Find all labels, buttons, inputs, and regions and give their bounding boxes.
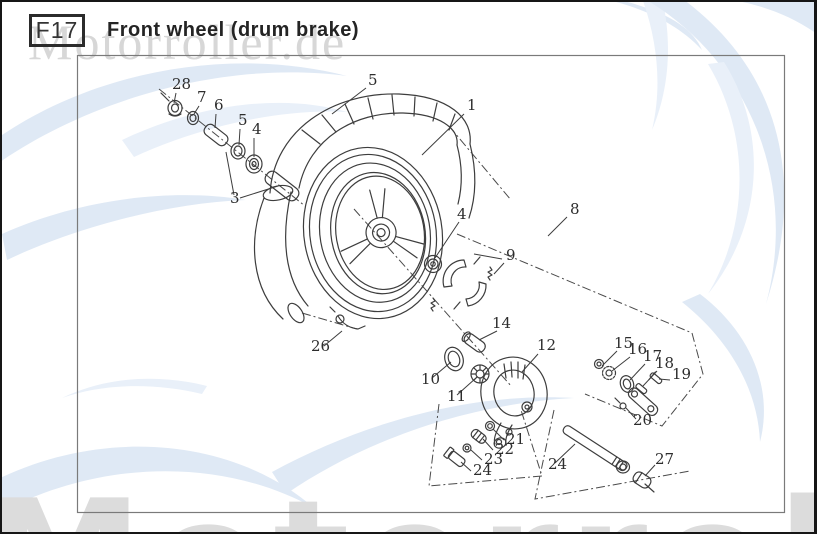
part-number-label: 18 <box>655 354 674 372</box>
page-title: Front wheel (drum brake) <box>107 19 360 41</box>
axis-lines <box>158 88 704 500</box>
spacer-drawing <box>203 123 229 147</box>
part-number-label: 27 <box>655 450 674 468</box>
part-number-label: 9 <box>506 246 516 264</box>
watermark-top-text: Motorroller.de <box>28 14 346 70</box>
part-number-label: 6 <box>214 96 224 114</box>
part-number-label: 23 <box>484 450 503 468</box>
brake-panel-drawing <box>480 356 548 449</box>
part-number-label: 4 <box>457 205 467 223</box>
page-code-box: F17 <box>29 14 85 47</box>
part-number-label: 12 <box>537 336 556 354</box>
diagram-frame <box>76 54 786 514</box>
part-number-label: 3 <box>230 189 240 207</box>
part-number-label: 1 <box>467 96 477 114</box>
watermark-bottom-text: Motorroller.de <box>2 465 817 534</box>
page-code: F17 <box>35 17 79 43</box>
part-number-label: 15 <box>614 334 633 352</box>
part-number-label: 28 <box>172 75 191 93</box>
background-swirl-graphics <box>2 2 814 512</box>
part-number-label: 11 <box>447 387 466 405</box>
part-number-label: 7 <box>197 88 207 106</box>
wheel-rim-drawing <box>302 146 444 320</box>
part-number-label: 19 <box>672 365 691 383</box>
part-number-label: 21 <box>506 430 525 448</box>
part-number-label: 22 <box>495 440 514 458</box>
oil-seal-drawing <box>230 142 246 160</box>
brake-arm-cluster-drawing <box>593 358 663 417</box>
part-number-label: 5 <box>368 71 378 89</box>
front-axle-drawing <box>562 425 655 493</box>
brake-shoes-drawing <box>430 256 493 312</box>
part-number-label: 20 <box>633 411 652 429</box>
part-number-label: 14 <box>492 314 511 332</box>
bearing-right-drawing <box>423 254 443 274</box>
dust-seal-drawing <box>444 346 464 372</box>
part-number-label: 16 <box>628 340 647 358</box>
hub-sleeve-drawing <box>461 331 486 353</box>
cap-nut-drawing <box>160 92 183 117</box>
part-number-label: 8 <box>570 200 580 218</box>
part-number-label: 17 <box>643 347 662 365</box>
tire-drawing <box>254 93 476 324</box>
part-number-label: 10 <box>421 370 440 388</box>
part-number-label: 5 <box>238 111 248 129</box>
parts-line-art <box>160 92 663 493</box>
valve-stem-drawing <box>329 306 366 330</box>
part-number-label: 24 <box>473 461 492 479</box>
bearing-left-drawing <box>245 154 263 174</box>
part-number-label: 26 <box>311 337 330 355</box>
washer-drawing <box>186 110 200 126</box>
axle-sleeve-drawing <box>264 170 300 202</box>
part-number-label: 4 <box>252 120 262 138</box>
part-number-label: 24 <box>548 455 567 473</box>
leader-lines <box>173 87 671 477</box>
